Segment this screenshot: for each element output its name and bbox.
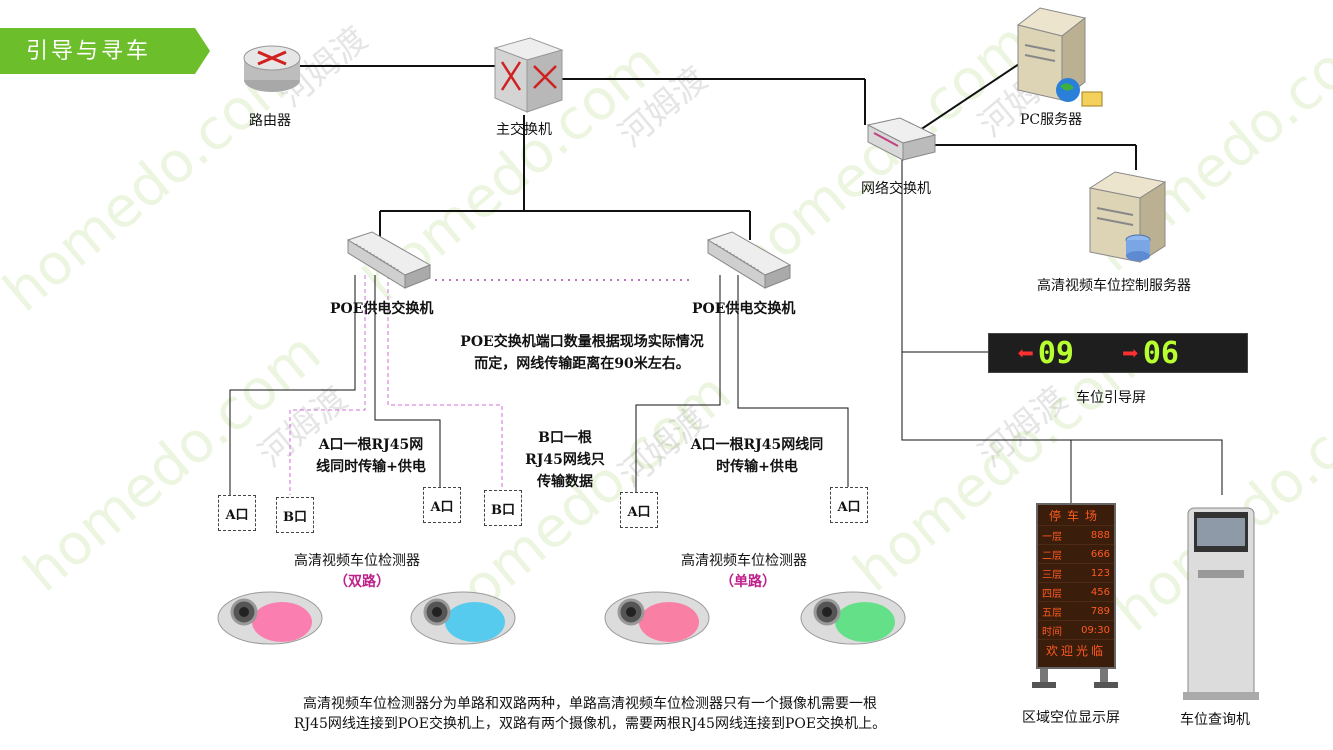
b-port-line2: RJ45网线只 bbox=[525, 452, 605, 468]
a-port-left-line2: 线同时传输+供电 bbox=[316, 459, 426, 475]
footer-note: 高清视频车位检测器分为单路和双路两种，单路高清视频车位检测器只有一个摄像机需要一… bbox=[200, 694, 980, 734]
zone-board-row: 二层 666 bbox=[1038, 545, 1114, 564]
zone-board-row: 五层 789 bbox=[1038, 602, 1114, 621]
zone-board-count: 666 bbox=[1090, 548, 1110, 560]
a-port-left-line1: A口一根RJ45网 bbox=[318, 437, 424, 453]
guide-screen: ⬅ 09 ➡ 06 bbox=[988, 333, 1248, 373]
control-server-icon bbox=[1088, 171, 1167, 263]
poe-note-line2: 而定，网线传输距离在90米左右。 bbox=[474, 356, 690, 372]
zone-board-count: 789 bbox=[1090, 605, 1110, 617]
b-port-line3: 传输数据 bbox=[537, 474, 593, 490]
poe-note: POE交换机端口数量根据现场实际情况 而定，网线传输距离在90米左右。 bbox=[432, 331, 732, 375]
a-port-left-note: A口一根RJ45网 线同时传输+供电 bbox=[296, 434, 446, 478]
poe-switch-left-icon bbox=[346, 231, 432, 289]
port-a: A口 bbox=[218, 495, 256, 531]
zone-board-count: 09:30 bbox=[1081, 624, 1110, 636]
pc-server-label: PC服务器 bbox=[1020, 112, 1083, 128]
zone-board-row: 三层 123 bbox=[1038, 564, 1114, 583]
guide-right-count: 06 bbox=[1142, 335, 1179, 371]
port-a: A口 bbox=[830, 487, 868, 523]
zone-board-count: 123 bbox=[1090, 567, 1110, 579]
zone-board-count: 888 bbox=[1090, 529, 1110, 541]
port-a: A口 bbox=[423, 487, 461, 523]
zone-board-floor: 二层 bbox=[1042, 550, 1062, 562]
port-b: B口 bbox=[276, 497, 314, 533]
main-switch-label: 主交换机 bbox=[496, 122, 552, 138]
poe-switch-right-label: POE供电交换机 bbox=[692, 301, 796, 317]
zone-board-row: 一层 888 bbox=[1038, 526, 1114, 545]
detector-right-subtitle: （单路） bbox=[720, 574, 776, 590]
query-kiosk-label: 车位查询机 bbox=[1180, 712, 1250, 728]
zone-board-welcome: 欢迎光临 bbox=[1045, 643, 1106, 658]
title-tab-bg bbox=[0, 28, 210, 74]
zone-board-floor: 三层 bbox=[1042, 569, 1062, 581]
detector-left-title: 高清视频车位检测器 bbox=[294, 553, 420, 569]
detector-right-title: 高清视频车位检测器 bbox=[681, 553, 807, 569]
left-arrow-icon: ⬅ bbox=[1017, 336, 1034, 370]
zone-display-stand bbox=[1032, 665, 1118, 688]
zone-display-label: 区域空位显示屏 bbox=[1022, 710, 1120, 726]
zone-board-row: 时间 09:30 bbox=[1038, 621, 1114, 640]
parking-detector-icon bbox=[217, 591, 323, 645]
port-b: B口 bbox=[484, 490, 522, 526]
guide-screen-label: 车位引导屏 bbox=[1076, 390, 1146, 406]
guide-left-count: 09 bbox=[1037, 335, 1074, 371]
parking-detector-icon bbox=[604, 591, 710, 645]
zone-board-header: 停车场 bbox=[1038, 505, 1114, 526]
b-port-note: B口一根 RJ45网线只 传输数据 bbox=[500, 427, 630, 493]
main-switch-icon bbox=[493, 37, 564, 113]
a-port-right-note: A口一根RJ45网线同 时传输+供电 bbox=[672, 434, 842, 478]
right-arrow-icon: ➡ bbox=[1121, 336, 1139, 370]
parking-detector-icon bbox=[410, 591, 516, 645]
network-switch-icon bbox=[866, 117, 937, 161]
zone-board-row: 四层 456 bbox=[1038, 583, 1114, 602]
zone-board-floor: 五层 bbox=[1042, 607, 1062, 619]
network-switch-label: 网络交换机 bbox=[861, 181, 931, 197]
zone-board-floor: 四层 bbox=[1042, 588, 1062, 600]
poe-note-line1: POE交换机端口数量根据现场实际情况 bbox=[460, 334, 704, 350]
router-label: 路由器 bbox=[249, 113, 291, 129]
page-title: 引导与寻车 bbox=[26, 39, 152, 64]
control-server-label: 高清视频车位控制服务器 bbox=[1037, 278, 1191, 294]
detector-left-subtitle: （双路） bbox=[334, 574, 390, 590]
poe-switch-left-label: POE供电交换机 bbox=[330, 301, 434, 317]
footer-line2: RJ45网线连接到POE交换机上，双路有两个摄像机，需要两根RJ45网线连接到P… bbox=[293, 716, 887, 732]
zone-board-floor: 时间 bbox=[1042, 626, 1062, 638]
zone-board-count: 456 bbox=[1090, 586, 1110, 598]
zone-board-floor: 一层 bbox=[1042, 531, 1062, 543]
footer-line1: 高清视频车位检测器分为单路和双路两种，单路高清视频车位检测器只有一个摄像机需要一… bbox=[303, 696, 877, 712]
pc-server-icon bbox=[1016, 7, 1103, 107]
a-port-right-line2: 时传输+供电 bbox=[716, 459, 798, 475]
query-kiosk-icon bbox=[1183, 507, 1259, 700]
b-port-line1: B口一根 bbox=[538, 430, 592, 446]
port-a: A口 bbox=[620, 492, 658, 528]
zone-display-board: 停车场 一层 888 二层 666 三层 123 四层 456 五层 789 时间 09:30 欢迎光… bbox=[1036, 503, 1116, 669]
poe-switch-right-icon bbox=[706, 231, 792, 289]
a-port-right-line1: A口一根RJ45网线同 bbox=[690, 437, 824, 453]
router-icon bbox=[243, 45, 301, 92]
parking-detector-icon bbox=[800, 591, 906, 645]
